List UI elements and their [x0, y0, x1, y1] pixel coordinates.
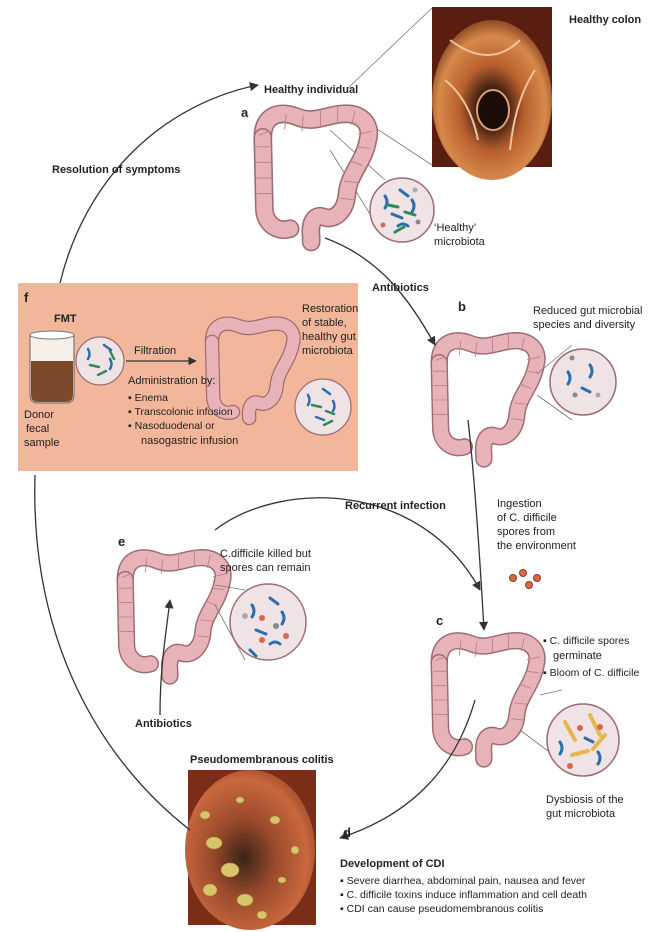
dysbiosis-label-1: Dysbiosis of the	[546, 794, 624, 807]
killed-label-2: spores can remain	[220, 562, 311, 575]
donor-label-2: fecal	[26, 423, 49, 436]
development-item: CDI can cause pseudomembranous colitis	[340, 902, 587, 916]
reduced-label-1: Reduced gut microbial	[533, 305, 642, 318]
antibiotics-top-label: Antibiotics	[372, 282, 429, 295]
restoration-label-2: of stable,	[302, 317, 347, 330]
pseudomembranous-colitis-photo	[185, 770, 316, 930]
label-b: b	[458, 300, 466, 313]
administration-item: Nasoduodenal or	[128, 419, 233, 433]
ingestion-label-4: the environment	[497, 540, 576, 553]
restoration-label-4: microbiota	[302, 345, 353, 358]
administration-item-continued: nasogastric infusion	[141, 435, 238, 448]
healthy-colon-photo	[432, 7, 552, 180]
c-bullets: C. difficile spores	[543, 634, 629, 648]
administration-item: Transcolonic infusion	[128, 405, 233, 419]
reduced-label-2: species and diversity	[533, 319, 635, 332]
administration-item: Enema	[128, 391, 233, 405]
restored-microbiota-circle	[295, 379, 351, 435]
filtration-label: Filtration	[134, 345, 176, 358]
ingestion-label-1: Ingestion	[497, 498, 542, 511]
development-title: Development of CDI	[340, 858, 445, 871]
label-f: f	[24, 291, 28, 304]
dysbiosis-circle	[520, 690, 619, 776]
dysbiosis-label-2: gut microbiota	[546, 808, 615, 821]
restoration-label-3: healthy gut	[302, 331, 356, 344]
colon-a-illustration	[257, 106, 372, 242]
killed-microbiota-circle	[215, 584, 306, 660]
c-bullets-2: Bloom of C. difficile	[543, 666, 639, 680]
beaker-icon	[30, 331, 74, 403]
recurrent-infection-label: Recurrent infection	[345, 500, 446, 513]
colon-e-illustration	[119, 551, 226, 676]
healthy-individual-label: Healthy individual	[264, 84, 358, 97]
fmt-panel: f FMT Donor fecal sample Filtration Admi…	[18, 283, 358, 471]
development-item: Severe diarrhea, abdominal pain, nausea …	[340, 874, 587, 888]
colon-b-illustration	[433, 334, 540, 459]
label-c: c	[436, 614, 443, 627]
healthy-colon-label: Healthy colon	[569, 14, 641, 27]
killed-label-1: C.difficile killed but	[220, 548, 311, 561]
donor-label-1: Donor	[24, 409, 54, 422]
donor-label-3: sample	[24, 437, 59, 450]
healthy-microbiota-label-2: microbiota	[434, 236, 485, 249]
antibiotics-bottom-label: Antibiotics	[135, 718, 192, 731]
reduced-microbiota-circle	[537, 345, 616, 420]
c-bullet-item: C. difficile spores	[543, 634, 629, 648]
colon-c-illustration	[433, 634, 540, 759]
c-bullet-item: Bloom of C. difficile	[543, 666, 639, 680]
development-list: Severe diarrhea, abdominal pain, nausea …	[340, 874, 587, 916]
healthy-microbiota-label-1: ‘Healthy’	[434, 222, 476, 235]
spore-cluster	[510, 570, 541, 589]
label-d: d	[343, 826, 351, 839]
fmt-title: FMT	[54, 313, 77, 326]
donor-microbiota-circle	[76, 337, 124, 385]
pseudomembranous-label: Pseudomembranous colitis	[190, 754, 334, 767]
administration-label: Administration by:	[128, 375, 215, 388]
healthy-microbiota-circle	[370, 178, 434, 242]
administration-list: Enema Transcolonic infusion Nasoduodenal…	[128, 391, 233, 433]
ingestion-label-3: spores from	[497, 526, 555, 539]
label-a: a	[241, 106, 248, 119]
restoration-label-1: Restoration	[302, 303, 358, 316]
development-item: C. difficile toxins induce inflammation …	[340, 888, 587, 902]
ingestion-label-2: of C. difficile	[497, 512, 557, 525]
resolution-label: Resolution of symptoms	[52, 164, 180, 177]
c-bullet-item-continued: germinate	[553, 650, 602, 663]
label-e: e	[118, 535, 125, 548]
